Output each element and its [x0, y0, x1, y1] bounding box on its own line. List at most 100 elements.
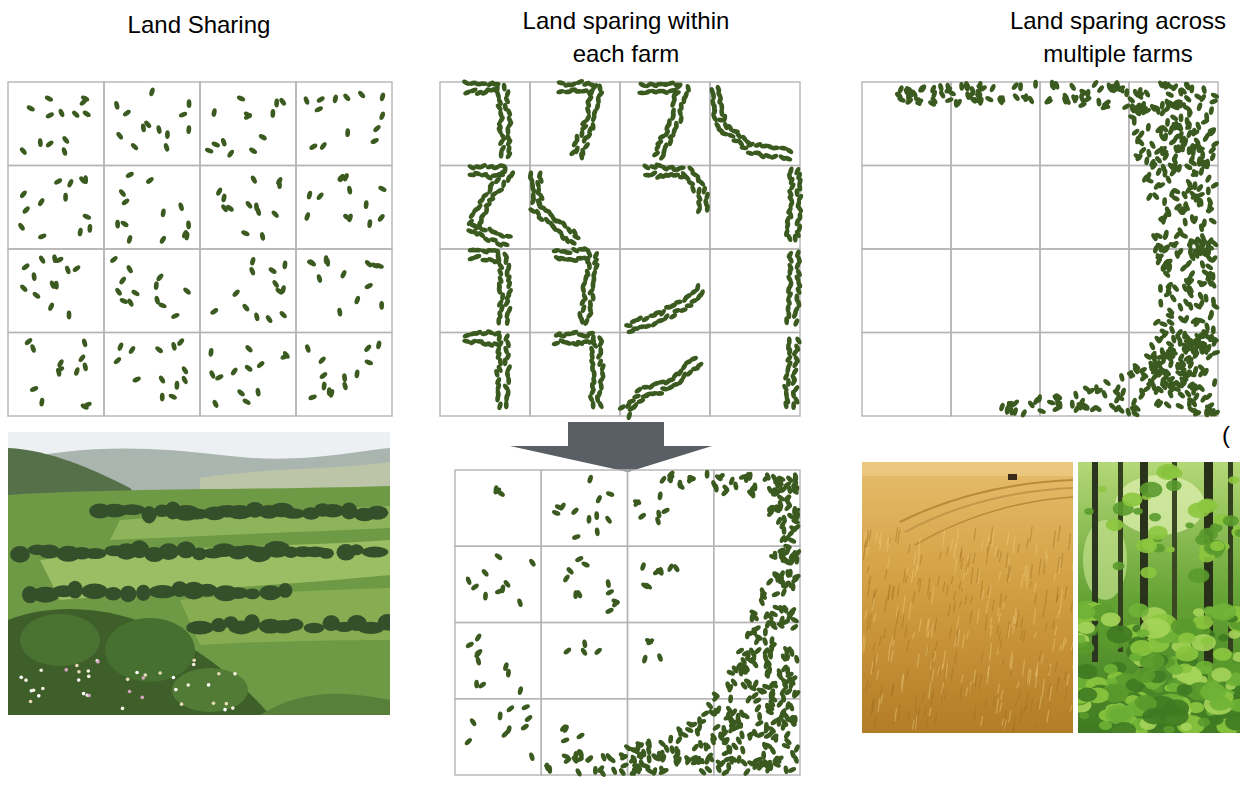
leaf: [342, 213, 352, 222]
wheat-strand: [1050, 686, 1052, 701]
wheat-strand: [932, 586, 934, 604]
wheat-strand: [903, 569, 905, 583]
wheat-strand: [880, 686, 882, 698]
leaf: [1145, 192, 1153, 202]
flower: [217, 672, 221, 676]
wheat-strand: [897, 585, 899, 596]
wheat-strand: [932, 669, 934, 682]
foliage: [1201, 637, 1214, 646]
wheat-strand: [1048, 667, 1050, 673]
leaf: [1157, 79, 1166, 89]
leaf: [243, 110, 253, 119]
wheat-strand: [955, 637, 957, 647]
foliage: [1129, 653, 1142, 662]
wheat-strand: [965, 595, 967, 604]
wheat-strand: [993, 696, 995, 705]
farm-cell: [455, 623, 541, 699]
wheat-strand: [1002, 719, 1004, 726]
wheat-strand: [979, 674, 981, 689]
wheat-strand: [1007, 532, 1009, 545]
farm-cell: [1040, 249, 1129, 333]
farm-cell: [530, 249, 620, 333]
foliage: [1113, 722, 1136, 733]
wheat-strand: [874, 717, 876, 729]
wheat-strand: [1059, 604, 1061, 614]
wheat-strand: [943, 530, 945, 548]
leaf: [1155, 399, 1164, 409]
foliage: [1140, 567, 1157, 579]
foliage: [1169, 664, 1184, 674]
leaf: [379, 301, 384, 310]
farm-cell: [440, 166, 530, 250]
leaf: [651, 150, 661, 159]
flower: [87, 675, 91, 679]
wheat-strand: [1070, 705, 1072, 711]
wheat-strand: [1049, 663, 1051, 676]
foliage: [1101, 613, 1121, 627]
wheat-strand: [874, 613, 876, 622]
wheat-strand: [995, 546, 997, 556]
leaf: [346, 185, 352, 195]
leaf: [945, 82, 951, 92]
leaf: [182, 286, 192, 295]
leaf: [17, 222, 26, 232]
wheat-strand: [1039, 559, 1041, 575]
leaf: [784, 316, 789, 325]
leaf: [1050, 80, 1055, 89]
leaf: [54, 281, 59, 290]
leaf: [29, 385, 39, 393]
leaf: [339, 269, 347, 279]
leaf: [170, 312, 180, 320]
flower: [77, 670, 81, 674]
leaf: [674, 299, 683, 305]
leaf: [568, 148, 578, 157]
tree-row: [244, 614, 260, 631]
leaf: [378, 111, 386, 121]
leaf: [1148, 341, 1156, 351]
farm-cell: [104, 333, 200, 417]
foliage: [1106, 625, 1132, 643]
leaf: [1209, 98, 1219, 106]
farm-cell: [1040, 333, 1129, 417]
leaf: [695, 283, 701, 293]
wheat-strand: [987, 666, 989, 683]
leaf: [148, 87, 155, 97]
wheat-strand: [951, 667, 953, 681]
wheat-strand: [937, 575, 939, 586]
leaf: [314, 105, 324, 113]
leaf: [1191, 148, 1196, 157]
tree-row: [259, 585, 281, 600]
leaf: [211, 108, 217, 118]
leaf: [255, 387, 261, 396]
leaf: [248, 266, 256, 276]
foliage: [1211, 668, 1231, 682]
flower: [225, 702, 229, 706]
wheat-strand: [879, 636, 881, 646]
leaf: [278, 310, 288, 320]
wheat-strand: [977, 609, 979, 624]
wheat-strand: [888, 557, 890, 569]
leaf: [626, 411, 633, 421]
farm-cell: [1129, 249, 1218, 333]
wheat-strand: [913, 592, 915, 604]
leaf: [564, 250, 573, 256]
leaf: [1191, 346, 1196, 355]
leaf: [53, 177, 63, 186]
wheat-strand: [894, 625, 896, 639]
leaf: [372, 124, 382, 133]
leaf: [64, 265, 71, 275]
foliage: [1099, 721, 1112, 730]
wheat-strand: [905, 576, 907, 583]
wheat-strand: [935, 617, 937, 631]
leaf: [1177, 302, 1184, 312]
flower: [186, 683, 190, 687]
leaf: [1044, 95, 1053, 105]
wheat-strand: [951, 576, 953, 583]
leaf: [984, 95, 994, 103]
wheat-strand: [1024, 706, 1026, 714]
leaf: [256, 360, 266, 369]
wheat-strand: [928, 578, 930, 596]
leaf: [258, 133, 268, 142]
wheat-strand: [884, 628, 886, 638]
leaf: [157, 301, 167, 309]
